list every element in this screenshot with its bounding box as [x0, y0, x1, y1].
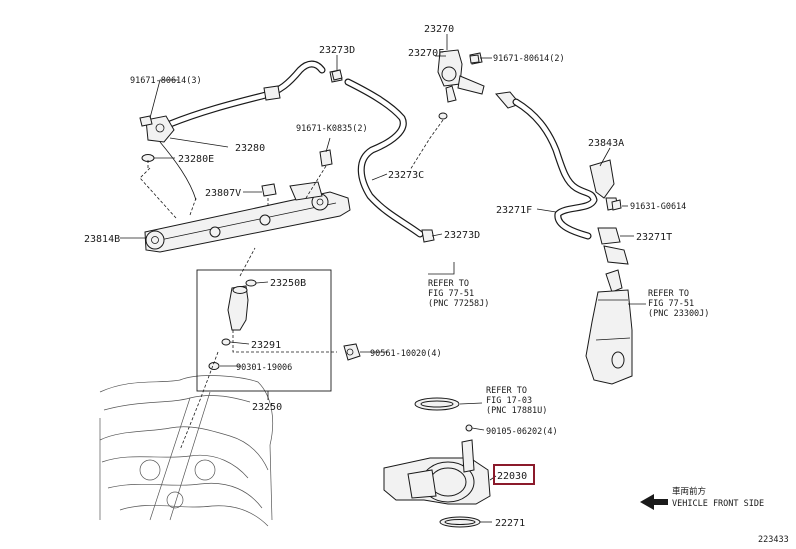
svg-text:(PNC 23300J): (PNC 23300J) [648, 309, 709, 319]
svg-text:FIG 77-51: FIG 77-51 [428, 289, 474, 299]
label-90105-06202: 90105-06202(4) [486, 427, 558, 437]
label-23270f: 23270F [408, 48, 444, 59]
reference-note-fig-17-03: REFER TO FIG 17-03 (PNC 17881U) [486, 386, 547, 416]
label-23271f: 23271F [496, 205, 532, 216]
svg-text:(PNC 17881U): (PNC 17881U) [486, 406, 547, 416]
fasteners [261, 54, 622, 211]
label-90561-10020: 90561-10020(4) [370, 349, 442, 359]
svg-text:FIG 17-03: FIG 17-03 [486, 396, 532, 406]
label-23270: 23270 [424, 24, 454, 35]
label-23280: 23280 [235, 143, 265, 154]
svg-text:FIG 77-51: FIG 77-51 [648, 299, 694, 309]
label-23250: 23250 [252, 402, 282, 413]
reference-note-fig-77-51-a: REFER TO FIG 77-51 (PNC 77258J) [428, 279, 489, 309]
svg-text:REFER TO: REFER TO [486, 386, 527, 396]
label-91671-80614-right: 91671-80614(2) [493, 54, 565, 64]
reference-notes: REFER TO FIG 77-51 (PNC 77258J) REFER TO… [428, 279, 709, 416]
label-91671-k0835: 91671-K0835(2) [296, 124, 368, 134]
front-arrow-icon [640, 494, 668, 510]
label-23843a: 23843A [588, 138, 624, 149]
vehicle-front-indicator: 車両前方 VEHICLE FRONT SIDE [640, 486, 764, 510]
reference-note-fig-77-51-b: REFER TO FIG 77-51 (PNC 23300J) [648, 289, 709, 319]
front-label-jp: 車両前方 [672, 486, 706, 497]
throttle-body [383, 397, 491, 528]
label-23250b: 23250B [270, 278, 306, 289]
vacuum-switching-valve [437, 49, 485, 120]
injector-assembly [196, 269, 361, 392]
label-90301-19006: 90301-19006 [236, 363, 292, 373]
label-23807v: 23807V [205, 188, 241, 199]
label-22030: 22030 [497, 471, 527, 482]
fuel-pipe-upper [139, 60, 326, 201]
highlight-box-22030 [493, 464, 535, 485]
label-23273d-top: 23273D [319, 45, 355, 56]
diagram-code: 223433 [758, 535, 789, 545]
svg-text:REFER TO: REFER TO [648, 289, 689, 299]
label-91631-g0614: 91631-G0614 [630, 202, 686, 212]
svg-text:REFER TO: REFER TO [428, 279, 469, 289]
leader-lines [120, 34, 646, 523]
vacuum-hose-23273c [329, 69, 435, 243]
dashed-guide-lines [139, 119, 444, 451]
injector-group-box [196, 269, 332, 392]
label-23280e: 23280E [178, 154, 214, 165]
fuel-delivery-pipe [144, 181, 351, 253]
front-label-en: VEHICLE FRONT SIDE [672, 499, 764, 509]
svg-text:(PNC 77258J): (PNC 77258J) [428, 299, 489, 309]
label-23291: 23291 [251, 340, 281, 351]
label-23814b: 23814B [84, 234, 120, 245]
engine-background-outline [99, 375, 274, 527]
evap-hose-23271f [495, 91, 629, 265]
label-91671-80614-left: 91671-80614(3) [130, 76, 202, 86]
charcoal-canister [585, 269, 633, 385]
label-22271: 22271 [495, 518, 525, 529]
label-23273c: 23273C [388, 170, 424, 181]
part-labels: 23270 23270F 23273D 91671-80614(3) 91671… [84, 24, 686, 529]
label-23273d-low: 23273D [444, 230, 480, 241]
label-23271t: 23271T [636, 232, 672, 243]
